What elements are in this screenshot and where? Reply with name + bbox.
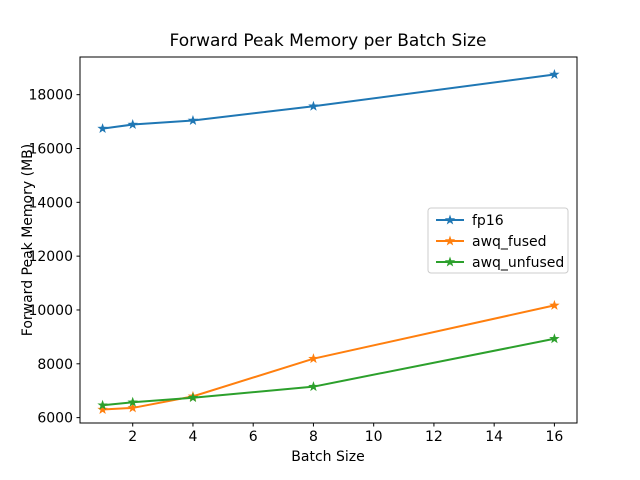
data-marker-awq_unfused <box>127 396 138 407</box>
data-marker-fp16 <box>97 123 108 134</box>
data-marker-awq_unfused <box>308 381 319 392</box>
y-tick-label: 8000 <box>37 357 73 373</box>
x-tick-label: 6 <box>249 429 258 445</box>
axes-frame <box>79 56 578 424</box>
x-tick-label: 14 <box>485 429 503 445</box>
y-tick-label: 18000 <box>28 88 73 104</box>
y-tick-label: 16000 <box>28 142 73 158</box>
chart-title: Forward Peak Memory per Batch Size <box>170 31 487 51</box>
data-marker-fp16 <box>549 68 560 79</box>
legend-label: fp16 <box>472 213 504 229</box>
series-line-awq_unfused <box>101 337 556 407</box>
legend-marker <box>444 256 456 267</box>
legend-label: awq_fused <box>472 234 547 250</box>
legend-marker <box>444 235 456 246</box>
data-marker-awq_unfused <box>549 333 560 344</box>
y-tick-label: 6000 <box>37 411 73 427</box>
data-marker-awq_fused <box>308 353 319 364</box>
y-axis-label: Forward Peak Memory (MB) <box>20 144 36 336</box>
series-layer <box>97 68 560 414</box>
y-tick-label: 14000 <box>28 195 73 211</box>
y-tick-label: 12000 <box>28 249 73 265</box>
legend: fp16 awq_fused awq_unfused <box>427 207 569 274</box>
data-marker-awq_unfused <box>97 399 108 410</box>
legend-label: awq_unfused <box>472 255 564 271</box>
x-tick-label: 8 <box>309 429 318 445</box>
data-marker-awq_fused <box>127 402 138 413</box>
data-marker-awq_fused <box>97 404 108 414</box>
y-tick-label: 10000 <box>28 303 73 319</box>
data-marker-awq_unfused <box>187 392 199 403</box>
x-tick-label: 12 <box>425 429 443 445</box>
x-tick-label: 4 <box>188 429 197 445</box>
x-tick-label: 16 <box>545 429 563 445</box>
x-tick-label: 10 <box>365 429 383 445</box>
plot-area: 2 4 6 8 10 12 14 16 6000 8000 10000 12000 14000 16000… <box>28 56 578 445</box>
data-marker-fp16 <box>127 119 138 129</box>
series-line-awq_fused <box>101 304 556 411</box>
data-marker-fp16 <box>308 100 319 111</box>
data-marker-fp16 <box>187 115 199 125</box>
legend-marker <box>444 214 456 225</box>
series-line-fp16 <box>101 73 556 130</box>
x-tick-label: 2 <box>128 429 137 445</box>
legend-frame <box>427 207 569 274</box>
x-axis-label: Batch Size <box>291 449 364 465</box>
data-marker-awq_fused <box>549 299 560 310</box>
